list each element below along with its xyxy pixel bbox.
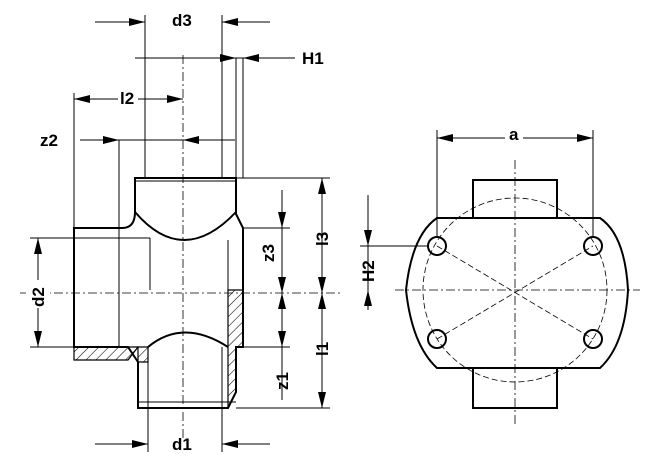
bolt-hole-bottom-right	[583, 329, 603, 349]
top-bore-arc	[134, 211, 237, 241]
hatch-bottom-left	[137, 346, 149, 363]
label-l3: l3	[313, 232, 332, 246]
label-a: a	[509, 125, 519, 144]
side-view	[395, 160, 640, 425]
label-H1: H1	[302, 49, 324, 68]
dimensions-side: a H2	[359, 124, 594, 310]
top-boss	[472, 179, 558, 218]
label-z1: z1	[273, 372, 292, 390]
hatch-bottom-wall	[73, 346, 140, 361]
label-d2: d2	[29, 287, 48, 307]
bolt-hole-bottom-left	[427, 329, 447, 349]
label-z3: z3	[259, 244, 278, 262]
label-l1: l1	[313, 342, 332, 356]
label-z2: z2	[40, 131, 58, 150]
label-H2: H2	[359, 260, 378, 282]
dimensions-front: d3 H1 l2 z2 d2 z3	[26, 11, 332, 454]
flange-body	[404, 217, 630, 369]
front-section-view	[20, 55, 340, 440]
hatch-right-wall	[227, 289, 244, 409]
label-d1: d1	[172, 435, 192, 454]
label-d3: d3	[172, 11, 192, 30]
bottom-bore-dome	[147, 331, 229, 348]
bottom-boss	[472, 368, 558, 409]
label-l2: l2	[120, 89, 134, 108]
bolt-circle	[422, 197, 608, 383]
